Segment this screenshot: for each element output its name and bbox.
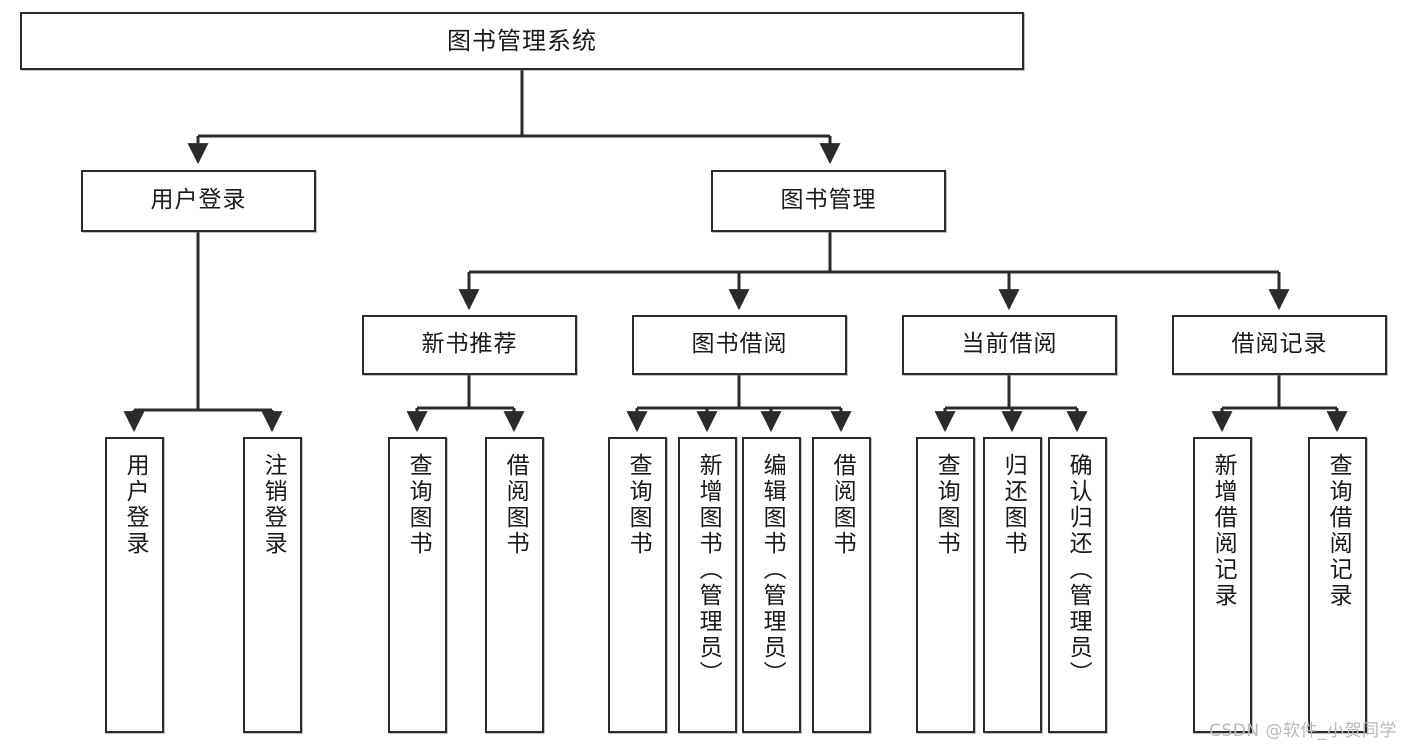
node-label: 确认归还（管理员） <box>1065 453 1092 687</box>
node-label: 查询图书 <box>625 453 652 557</box>
node-borrow-record[interactable]: 借阅记录 <box>1172 315 1387 375</box>
node-label: 新增图书（管理员） <box>695 453 722 687</box>
leaf-current-confirm-return-admin[interactable]: 确认归还（管理员） <box>1048 437 1107 733</box>
node-label: 新书推荐 <box>421 331 518 358</box>
node-book-borrow[interactable]: 图书借阅 <box>632 315 847 375</box>
leaf-borrow-add-book-admin[interactable]: 新增图书（管理员） <box>678 437 737 733</box>
node-label: 图书管理 <box>780 187 877 214</box>
node-book-management[interactable]: 图书管理 <box>711 170 946 232</box>
node-label: 图书借阅 <box>691 331 788 358</box>
node-label: 新增借阅记录 <box>1210 453 1237 609</box>
leaf-borrow-borrow-book[interactable]: 借阅图书 <box>812 437 871 733</box>
node-label: 图书管理系统 <box>447 26 597 55</box>
node-label: 归还图书 <box>1000 453 1027 557</box>
leaf-record-add-borrow-record[interactable]: 新增借阅记录 <box>1193 437 1252 733</box>
node-user-login[interactable]: 用户登录 <box>81 170 316 232</box>
node-current-borrow[interactable]: 当前借阅 <box>902 315 1117 375</box>
leaf-current-query-book[interactable]: 查询图书 <box>916 437 975 733</box>
leaf-borrow-query-book[interactable]: 查询图书 <box>608 437 667 733</box>
leaf-logout[interactable]: 注销登录 <box>243 437 302 733</box>
watermark-text: CSDN @软件_小贺同学 <box>1209 721 1397 741</box>
leaf-borrow-edit-book-admin[interactable]: 编辑图书（管理员） <box>742 437 801 733</box>
leaf-record-query-borrow-record[interactable]: 查询借阅记录 <box>1308 437 1367 733</box>
node-label: 注销登录 <box>260 453 287 557</box>
node-new-book-recommend[interactable]: 新书推荐 <box>362 315 577 375</box>
node-label: 用户登录 <box>150 187 247 214</box>
node-root-system[interactable]: 图书管理系统 <box>20 12 1024 70</box>
node-label: 借阅图书 <box>502 453 529 557</box>
leaf-recommend-borrow-book[interactable]: 借阅图书 <box>485 437 544 733</box>
node-label: 编辑图书（管理员） <box>759 453 786 687</box>
node-label: 借阅图书 <box>829 453 856 557</box>
leaf-user-login[interactable]: 用户登录 <box>105 437 164 733</box>
node-label: 当前借阅 <box>961 331 1058 358</box>
leaf-recommend-query-book[interactable]: 查询图书 <box>388 437 447 733</box>
node-label: 用户登录 <box>122 453 149 557</box>
node-label: 借阅记录 <box>1231 331 1328 358</box>
node-label: 查询借阅记录 <box>1325 453 1352 609</box>
node-label: 查询图书 <box>933 453 960 557</box>
node-label: 查询图书 <box>405 453 432 557</box>
leaf-current-return-book[interactable]: 归还图书 <box>983 437 1042 733</box>
